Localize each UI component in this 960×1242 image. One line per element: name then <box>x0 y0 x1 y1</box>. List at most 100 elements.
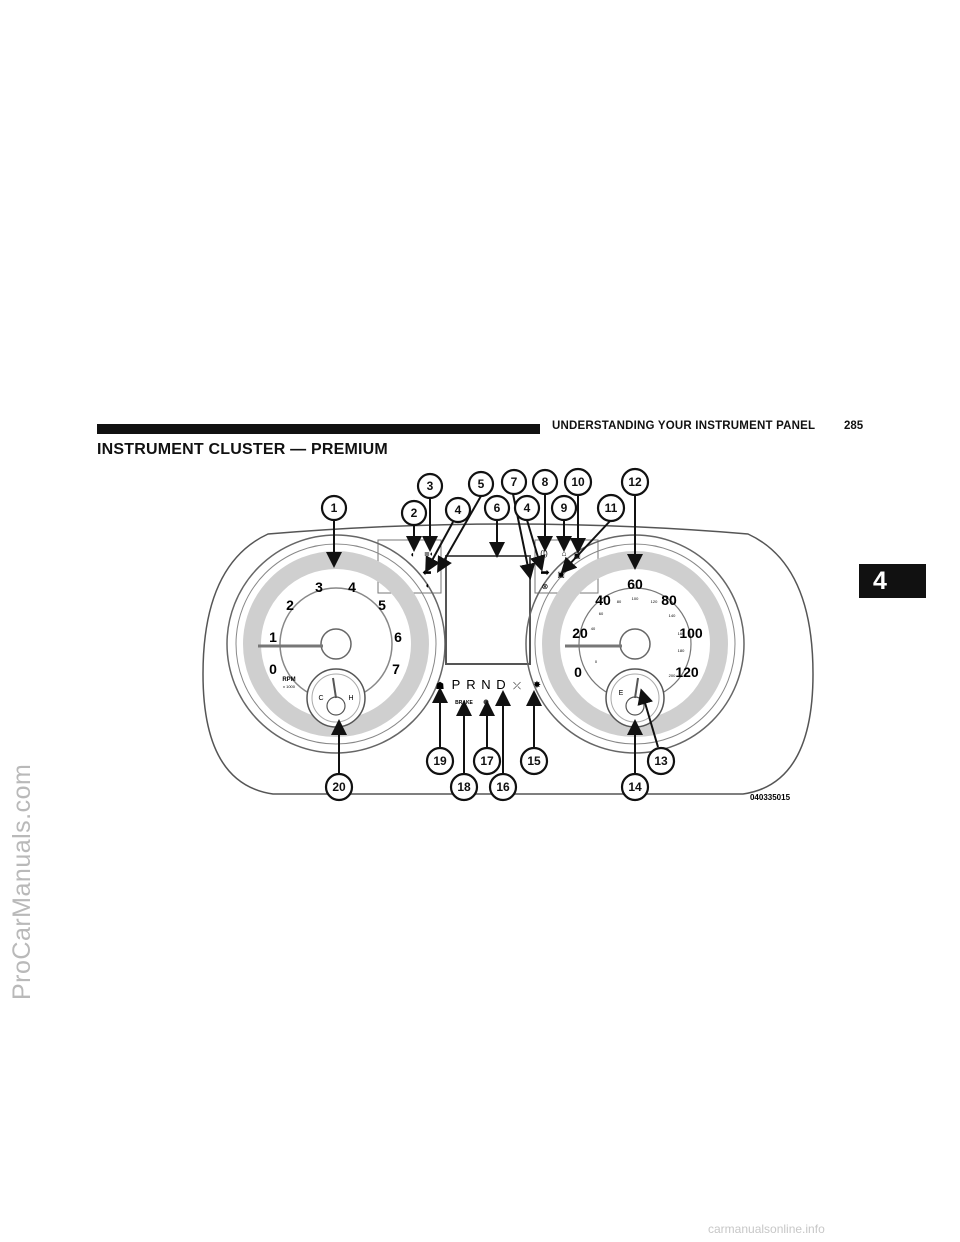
tach-2: 2 <box>286 597 294 613</box>
kmh-200: 200 <box>669 673 676 678</box>
kmh-120: 120 <box>651 599 658 604</box>
callout-19 <box>425 746 455 776</box>
highbeam-icon: ≣◐ <box>424 549 434 558</box>
kmh-140: 140 <box>669 613 676 618</box>
callout-2 <box>400 499 428 527</box>
callout-9 <box>550 494 578 522</box>
kmh-60: 60 <box>599 611 604 616</box>
figure-id: 040335015 <box>750 793 791 802</box>
chapter-number: 4 <box>873 567 887 595</box>
callout-11 <box>596 493 626 523</box>
callout-label-6: 6 <box>494 501 501 515</box>
center-display <box>445 555 531 665</box>
page-number: 285 <box>844 420 864 432</box>
callout-20 <box>324 772 354 802</box>
callout-label-4b: 4 <box>524 501 531 515</box>
running-header: UNDERSTANDING YOUR INSTRUMENT PANEL <box>552 420 816 432</box>
callout-label-20: 20 <box>332 780 346 794</box>
callout-4b <box>513 494 541 522</box>
callout-leaders <box>326 493 659 775</box>
cruise-dot <box>483 699 489 705</box>
kmh-100: 100 <box>632 596 639 601</box>
callout-13 <box>646 746 676 776</box>
callout-8 <box>531 468 559 496</box>
spd-20: 20 <box>572 625 588 641</box>
bottom-watermark: carmanualsonline.info <box>708 1222 825 1236</box>
callout-16 <box>488 772 518 802</box>
rpm-sublabel: x 1000 <box>283 684 296 689</box>
traction-icon: ⤫ <box>513 681 521 692</box>
callout-label-5: 5 <box>478 477 485 491</box>
tach-5: 5 <box>378 597 386 613</box>
spd-100: 100 <box>679 625 703 641</box>
callout-label-16: 16 <box>496 780 510 794</box>
callout-label-17: 17 <box>480 754 494 768</box>
prnd-p: P <box>452 677 461 692</box>
callout-label-13: 13 <box>654 754 668 768</box>
callout-7 <box>500 468 528 496</box>
airbag-icon: ✸ <box>533 680 541 691</box>
temperature-gauge: C H <box>306 668 366 728</box>
tach-7: 7 <box>392 661 400 677</box>
callout-label-1: 1 <box>331 501 338 515</box>
kmh-180: 180 <box>678 648 685 653</box>
callout-label-10: 10 <box>571 475 585 489</box>
tach-6: 6 <box>394 629 402 645</box>
callout-label-11: 11 <box>605 501 618 515</box>
callout-label-4a: 4 <box>455 503 462 517</box>
spd-40: 40 <box>595 592 611 608</box>
tach-1: 1 <box>269 629 277 645</box>
callout-label-3: 3 <box>427 479 434 493</box>
spd-60: 60 <box>627 576 643 592</box>
right-turn-icon: ➡ <box>540 567 549 579</box>
callout-bubbles <box>320 467 676 802</box>
check-engine-icon: ⌂ <box>562 549 567 558</box>
callout-5 <box>467 470 495 498</box>
callout-label-18: 18 <box>457 780 471 794</box>
callout-1 <box>320 494 348 522</box>
headlamp-icon: ◐ <box>411 550 416 559</box>
kmh-0: 0 <box>595 659 598 664</box>
callout-12 <box>620 467 650 497</box>
callout-label-7: 7 <box>511 475 518 489</box>
rpm-label: RPM <box>282 677 295 683</box>
callout-10 <box>563 467 593 497</box>
seatbelt-icon: ☗ <box>436 681 445 692</box>
kmh-80: 80 <box>617 599 622 604</box>
kmh-160: 160 <box>678 631 685 636</box>
tach-4: 4 <box>348 579 356 595</box>
tach-3: 3 <box>315 579 323 595</box>
foglamp-icon: ◐ <box>426 581 431 590</box>
callout-label-9: 9 <box>561 501 568 515</box>
callout-label-19: 19 <box>433 754 447 768</box>
callout-14 <box>620 772 650 802</box>
callout-numbers: 1 2 3 4 5 6 7 8 4 9 10 11 12 13 14 15 16… <box>331 475 668 794</box>
cluster-illustration: 0 1 2 3 4 5 6 7 RPM x 1000 C H ☗ P R N D… <box>202 467 814 802</box>
fuel-gauge: E <box>605 668 665 728</box>
callout-label-15: 15 <box>527 754 541 768</box>
left-turn-icon: ⬅ <box>422 567 431 579</box>
callout-label-14: 14 <box>628 780 642 794</box>
brake-label: BRAKE <box>455 700 473 706</box>
cruise-icon: ⊗ <box>542 582 549 591</box>
kmh-40: 40 <box>591 626 596 631</box>
callout-18 <box>449 772 479 802</box>
prnd-n: N <box>481 677 490 692</box>
fuel-empty: E <box>619 690 624 697</box>
callout-label-2: 2 <box>411 506 418 520</box>
instrument-cluster-figure: 0 1 2 3 4 5 6 7 RPM x 1000 C H ☗ P R N D… <box>173 464 843 807</box>
chapter-tab <box>859 564 926 598</box>
low-fuel-icon: ▣ <box>557 570 565 579</box>
prnd-d: D <box>496 677 505 692</box>
section-title: INSTRUMENT CLUSTER — PREMIUM <box>97 441 388 458</box>
prnd-indicator: ☗ P R N D ⤫ ✸ BRAKE <box>436 677 542 706</box>
spd-120: 120 <box>675 664 699 680</box>
callout-4a <box>444 496 472 524</box>
callout-label-8: 8 <box>542 475 549 489</box>
callout-label-12: 12 <box>628 475 642 489</box>
side-watermark: ProCarManuals.com <box>8 763 36 1000</box>
temp-cold: C <box>318 695 323 702</box>
tach-0: 0 <box>269 661 277 677</box>
spd-80: 80 <box>661 592 677 608</box>
callout-3 <box>416 472 444 500</box>
